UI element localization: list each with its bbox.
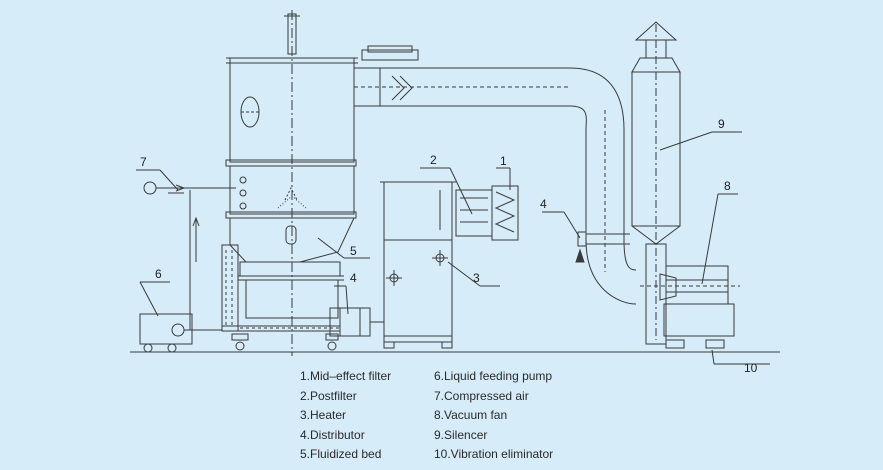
callout-labels: 1 2 3 4 4 5 6 7 8 9 10: [140, 117, 758, 375]
legend-item-7: 7.Compressed air: [434, 388, 529, 403]
leader-lines: [136, 131, 770, 365]
callout-4-distributor-lower: 4: [350, 271, 357, 285]
callout-5: 5: [350, 244, 357, 258]
legend-item-6: 6.Liquid feeding pump: [434, 369, 553, 383]
callout-2: 2: [430, 153, 437, 167]
callout-10: 10: [744, 361, 758, 375]
exhaust-duct: [354, 45, 637, 305]
distributor-lower: [329, 307, 384, 337]
callout-4-distributor-upper: 4: [540, 197, 547, 211]
compressed-air-line: [143, 181, 236, 330]
legend-item-5: 5.Fluidized bed: [300, 447, 382, 461]
callout-7: 7: [140, 155, 147, 169]
legend-item-2: 2.Postfilter: [300, 388, 357, 403]
callout-1: 1: [500, 154, 507, 168]
legend-item-3: 3.Heater: [300, 408, 347, 422]
legend-item-10: 10.Vibration eliminator: [434, 447, 554, 461]
callout-3: 3: [473, 271, 480, 285]
legend-item-1: 1.Mid–effect filter: [300, 369, 392, 383]
legend-item-8: 8.Vacuum fan: [434, 408, 508, 422]
silencer-stack: [631, 21, 681, 345]
callout-9: 9: [718, 117, 725, 131]
legend-item-4: 4.Distributor: [300, 427, 365, 442]
liquid-feeding-pump: [139, 313, 222, 353]
legend: 1.Mid–effect filter 6.Liquid feeding pum…: [300, 368, 584, 464]
filters: [455, 185, 519, 241]
callout-6: 6: [155, 267, 162, 281]
dryer-tower: [221, 10, 358, 356]
callout-8: 8: [724, 179, 731, 193]
legend-item-9: 9.Silencer: [434, 427, 488, 442]
vacuum-fan: [640, 265, 740, 349]
heater-cabinet: [380, 181, 456, 349]
